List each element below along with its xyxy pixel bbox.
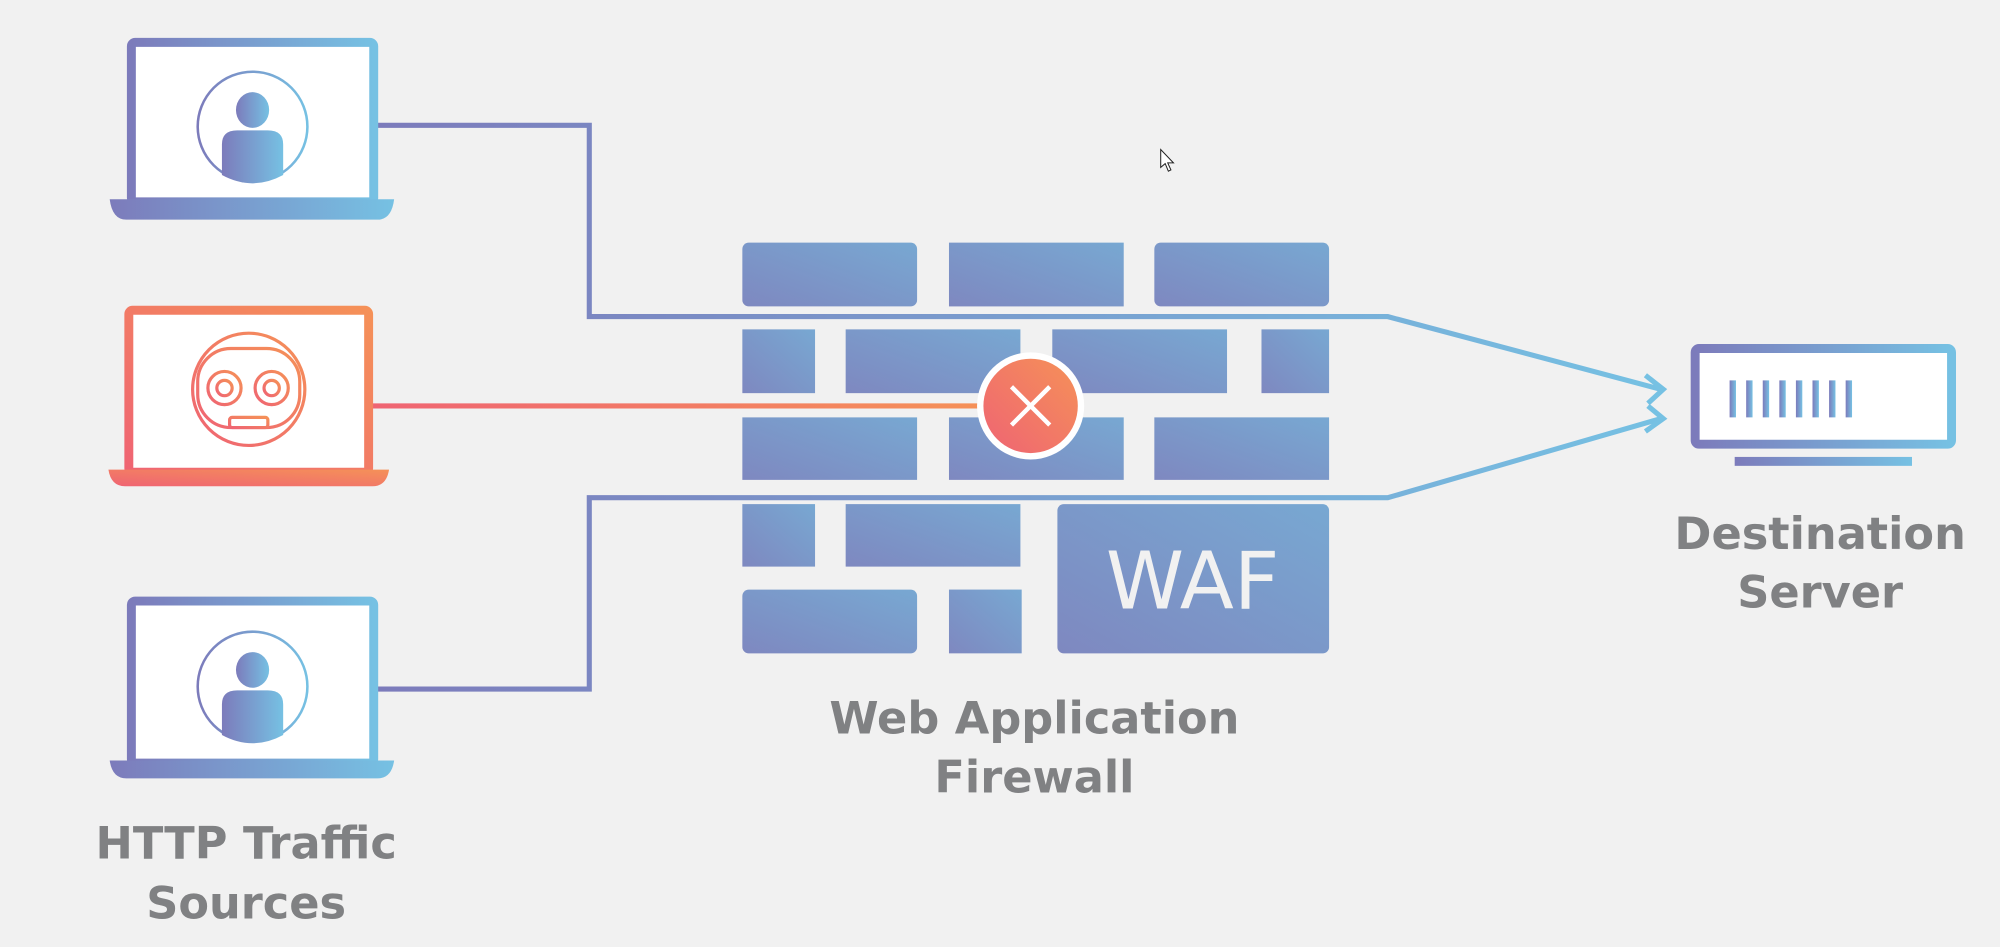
laptop-bot <box>108 305 390 487</box>
bot-icon <box>191 331 307 448</box>
firewall-label-line2: Firewall <box>934 751 1134 803</box>
server-icon <box>1690 344 1956 466</box>
server-label-line1: Destination <box>1674 508 1965 560</box>
allowed-traffic-line-top <box>377 122 1662 392</box>
firewall-label-line1: Web Application <box>829 693 1239 745</box>
allowed-traffic-line-bottom <box>377 416 1662 692</box>
waf-block <box>1057 504 1330 654</box>
user-icon <box>196 630 309 744</box>
laptop-user-top <box>109 37 395 220</box>
laptop-user-bottom <box>109 596 395 779</box>
server-label-line2: Server <box>1737 566 1903 618</box>
user-icon <box>196 70 309 184</box>
sources-label-line2: Sources <box>146 878 346 930</box>
arrow-head-bottom <box>1643 403 1668 434</box>
traffic-lines <box>372 122 1668 692</box>
arrow-head-top <box>1643 373 1668 406</box>
sources-label-line1: HTTP Traffic <box>95 818 396 870</box>
blocked-x-icon <box>977 352 1085 460</box>
cursor-icon <box>1160 148 1175 172</box>
waf-label: WAF <box>1106 536 1279 628</box>
